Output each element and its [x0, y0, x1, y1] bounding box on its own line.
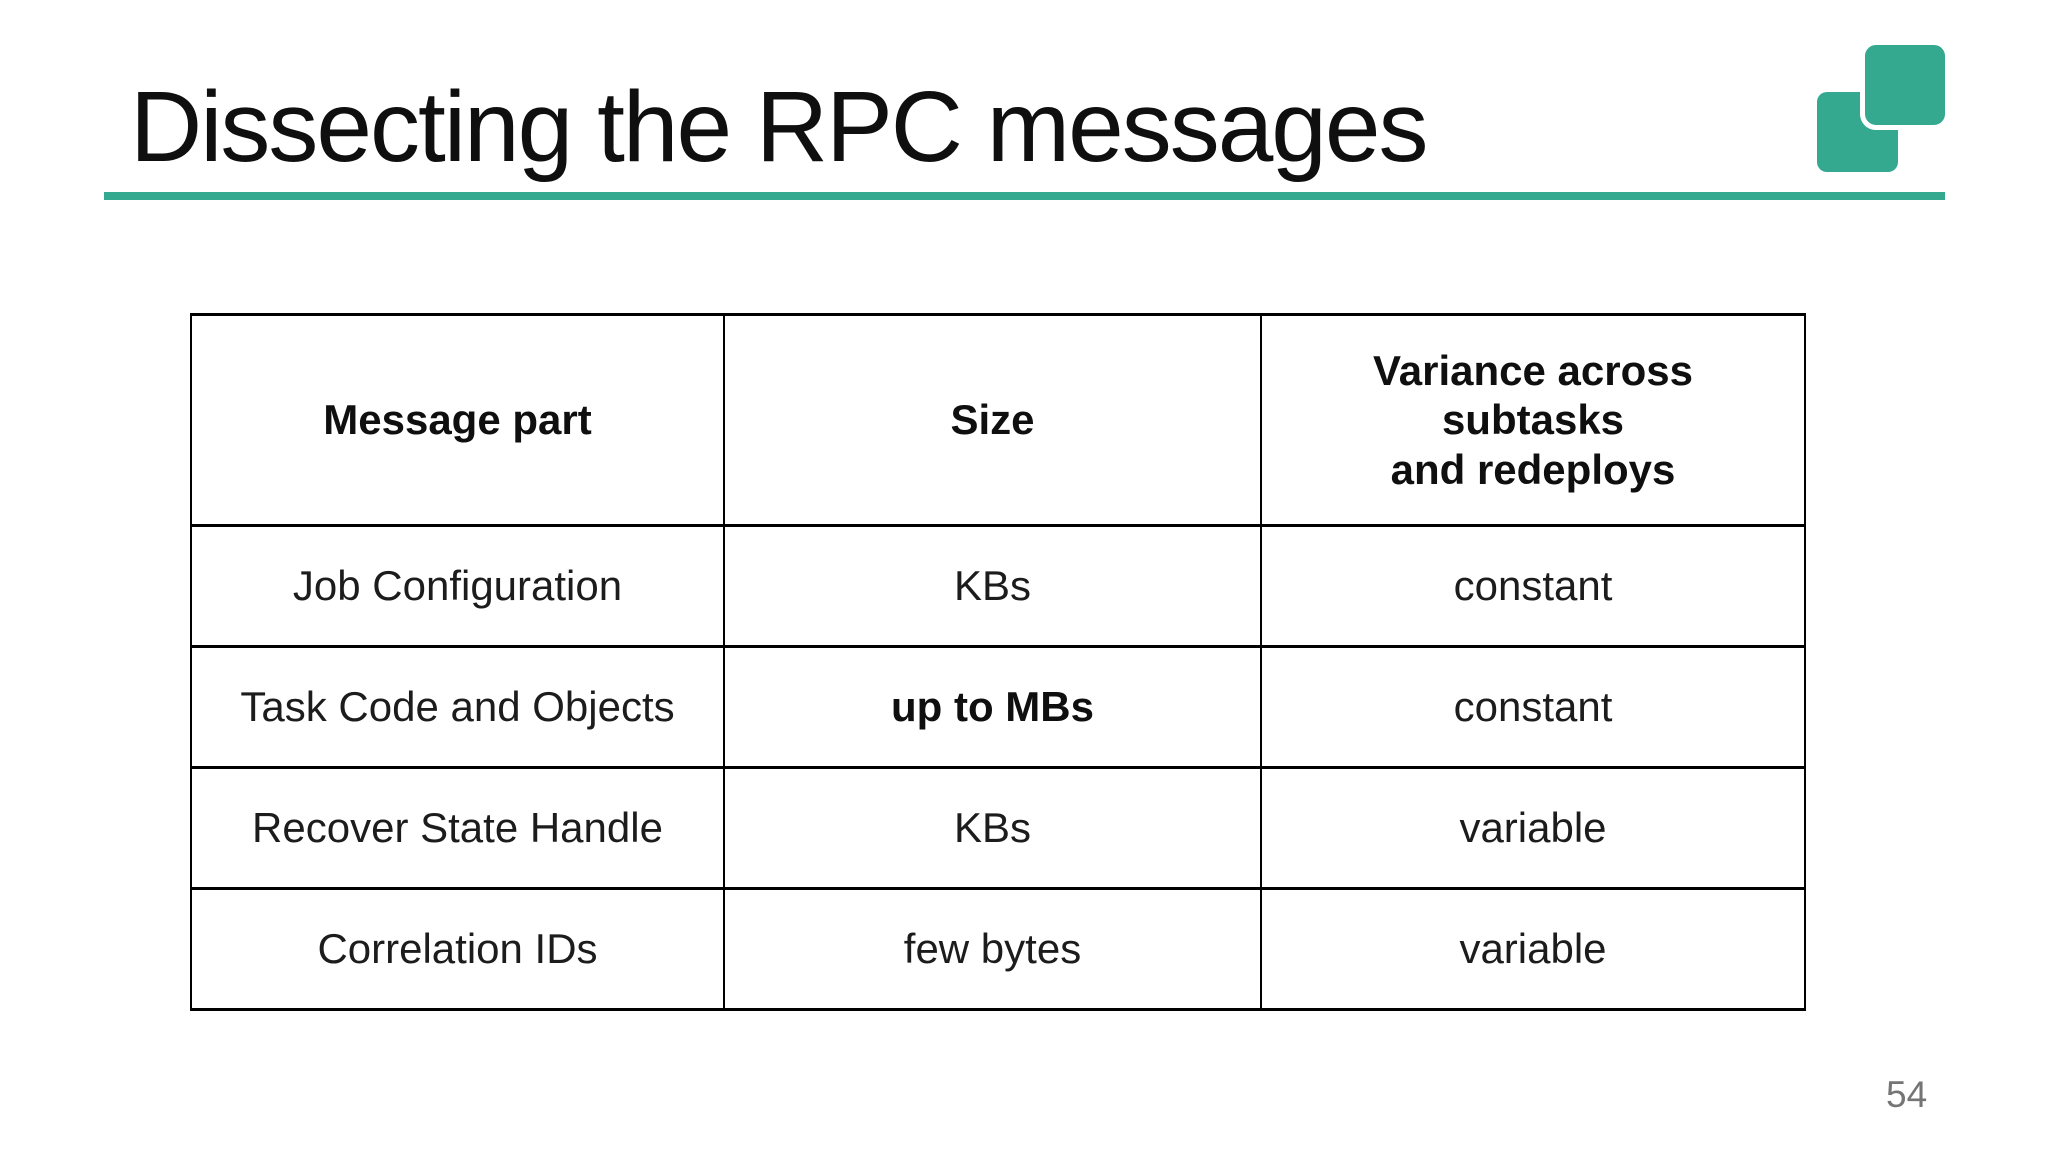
table-cell: variable	[1260, 766, 1806, 890]
table-cell: few bytes	[723, 887, 1262, 1011]
logo-square-front-icon	[1860, 40, 1950, 130]
table-header-cell: Message part	[190, 313, 725, 527]
table-cell: Task Code and Objects	[190, 645, 725, 769]
title-underline	[104, 192, 1945, 200]
table-cell: constant	[1260, 524, 1806, 648]
page-number: 54	[1886, 1074, 1928, 1115]
table-cell: KBs	[723, 524, 1262, 648]
table-cell: Correlation IDs	[190, 887, 725, 1011]
table-cell: Recover State Handle	[190, 766, 725, 890]
logo	[1810, 34, 1955, 179]
table-header-cell: Size	[723, 313, 1262, 527]
table-cell: KBs	[723, 766, 1262, 890]
table-cell: Job Configuration	[190, 524, 725, 648]
table-cell: up to MBs	[723, 645, 1262, 769]
table-cell: constant	[1260, 645, 1806, 769]
table-cell: variable	[1260, 887, 1806, 1011]
page-title: Dissecting the RPC messages	[130, 71, 1429, 183]
table-header-cell: Variance across subtasks and redeploys	[1260, 313, 1806, 527]
